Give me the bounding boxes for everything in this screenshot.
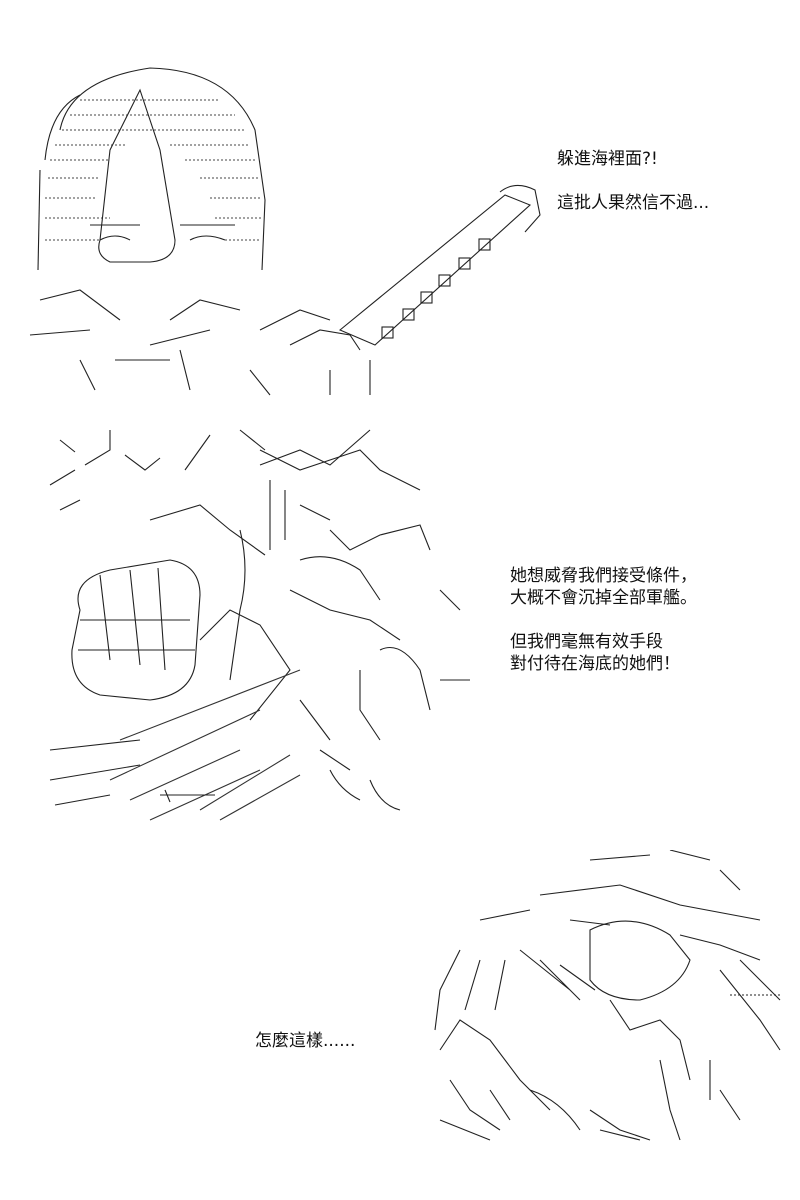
panel3-dialog: 怎麼這樣...... bbox=[255, 1030, 355, 1052]
dialog-line: 躲進海裡面?! bbox=[557, 149, 658, 169]
dialog-gap bbox=[557, 170, 709, 192]
panel1-dialog: 躲進海裡面?! 這批人果然信不過... bbox=[557, 148, 709, 214]
head bbox=[589, 920, 691, 1001]
panel2-art bbox=[49, 429, 470, 821]
panel3-art bbox=[434, 850, 781, 1141]
dialog-line: 對付待在海底的她們！ bbox=[510, 654, 680, 674]
dialog-line: 怎麼這樣...... bbox=[255, 1031, 356, 1051]
pole bbox=[338, 184, 541, 346]
fist bbox=[71, 559, 201, 701]
dialog-line: 這批人果然信不過... bbox=[557, 193, 710, 213]
face bbox=[98, 88, 176, 263]
dialog-gap bbox=[510, 609, 697, 631]
panel1-art bbox=[29, 67, 541, 396]
dialog-line: 大概不會沉掉全部軍艦。 bbox=[510, 588, 697, 608]
dialog-line: 她想威脅我們接受條件， bbox=[510, 566, 697, 586]
hair-outline bbox=[59, 67, 266, 271]
dialog-line: 但我們毫無有效手段 bbox=[510, 632, 663, 652]
panel2-dialog: 她想威脅我們接受條件， 大概不會沉掉全部軍艦。 但我們毫無有效手段 對付待在海底… bbox=[510, 565, 697, 675]
